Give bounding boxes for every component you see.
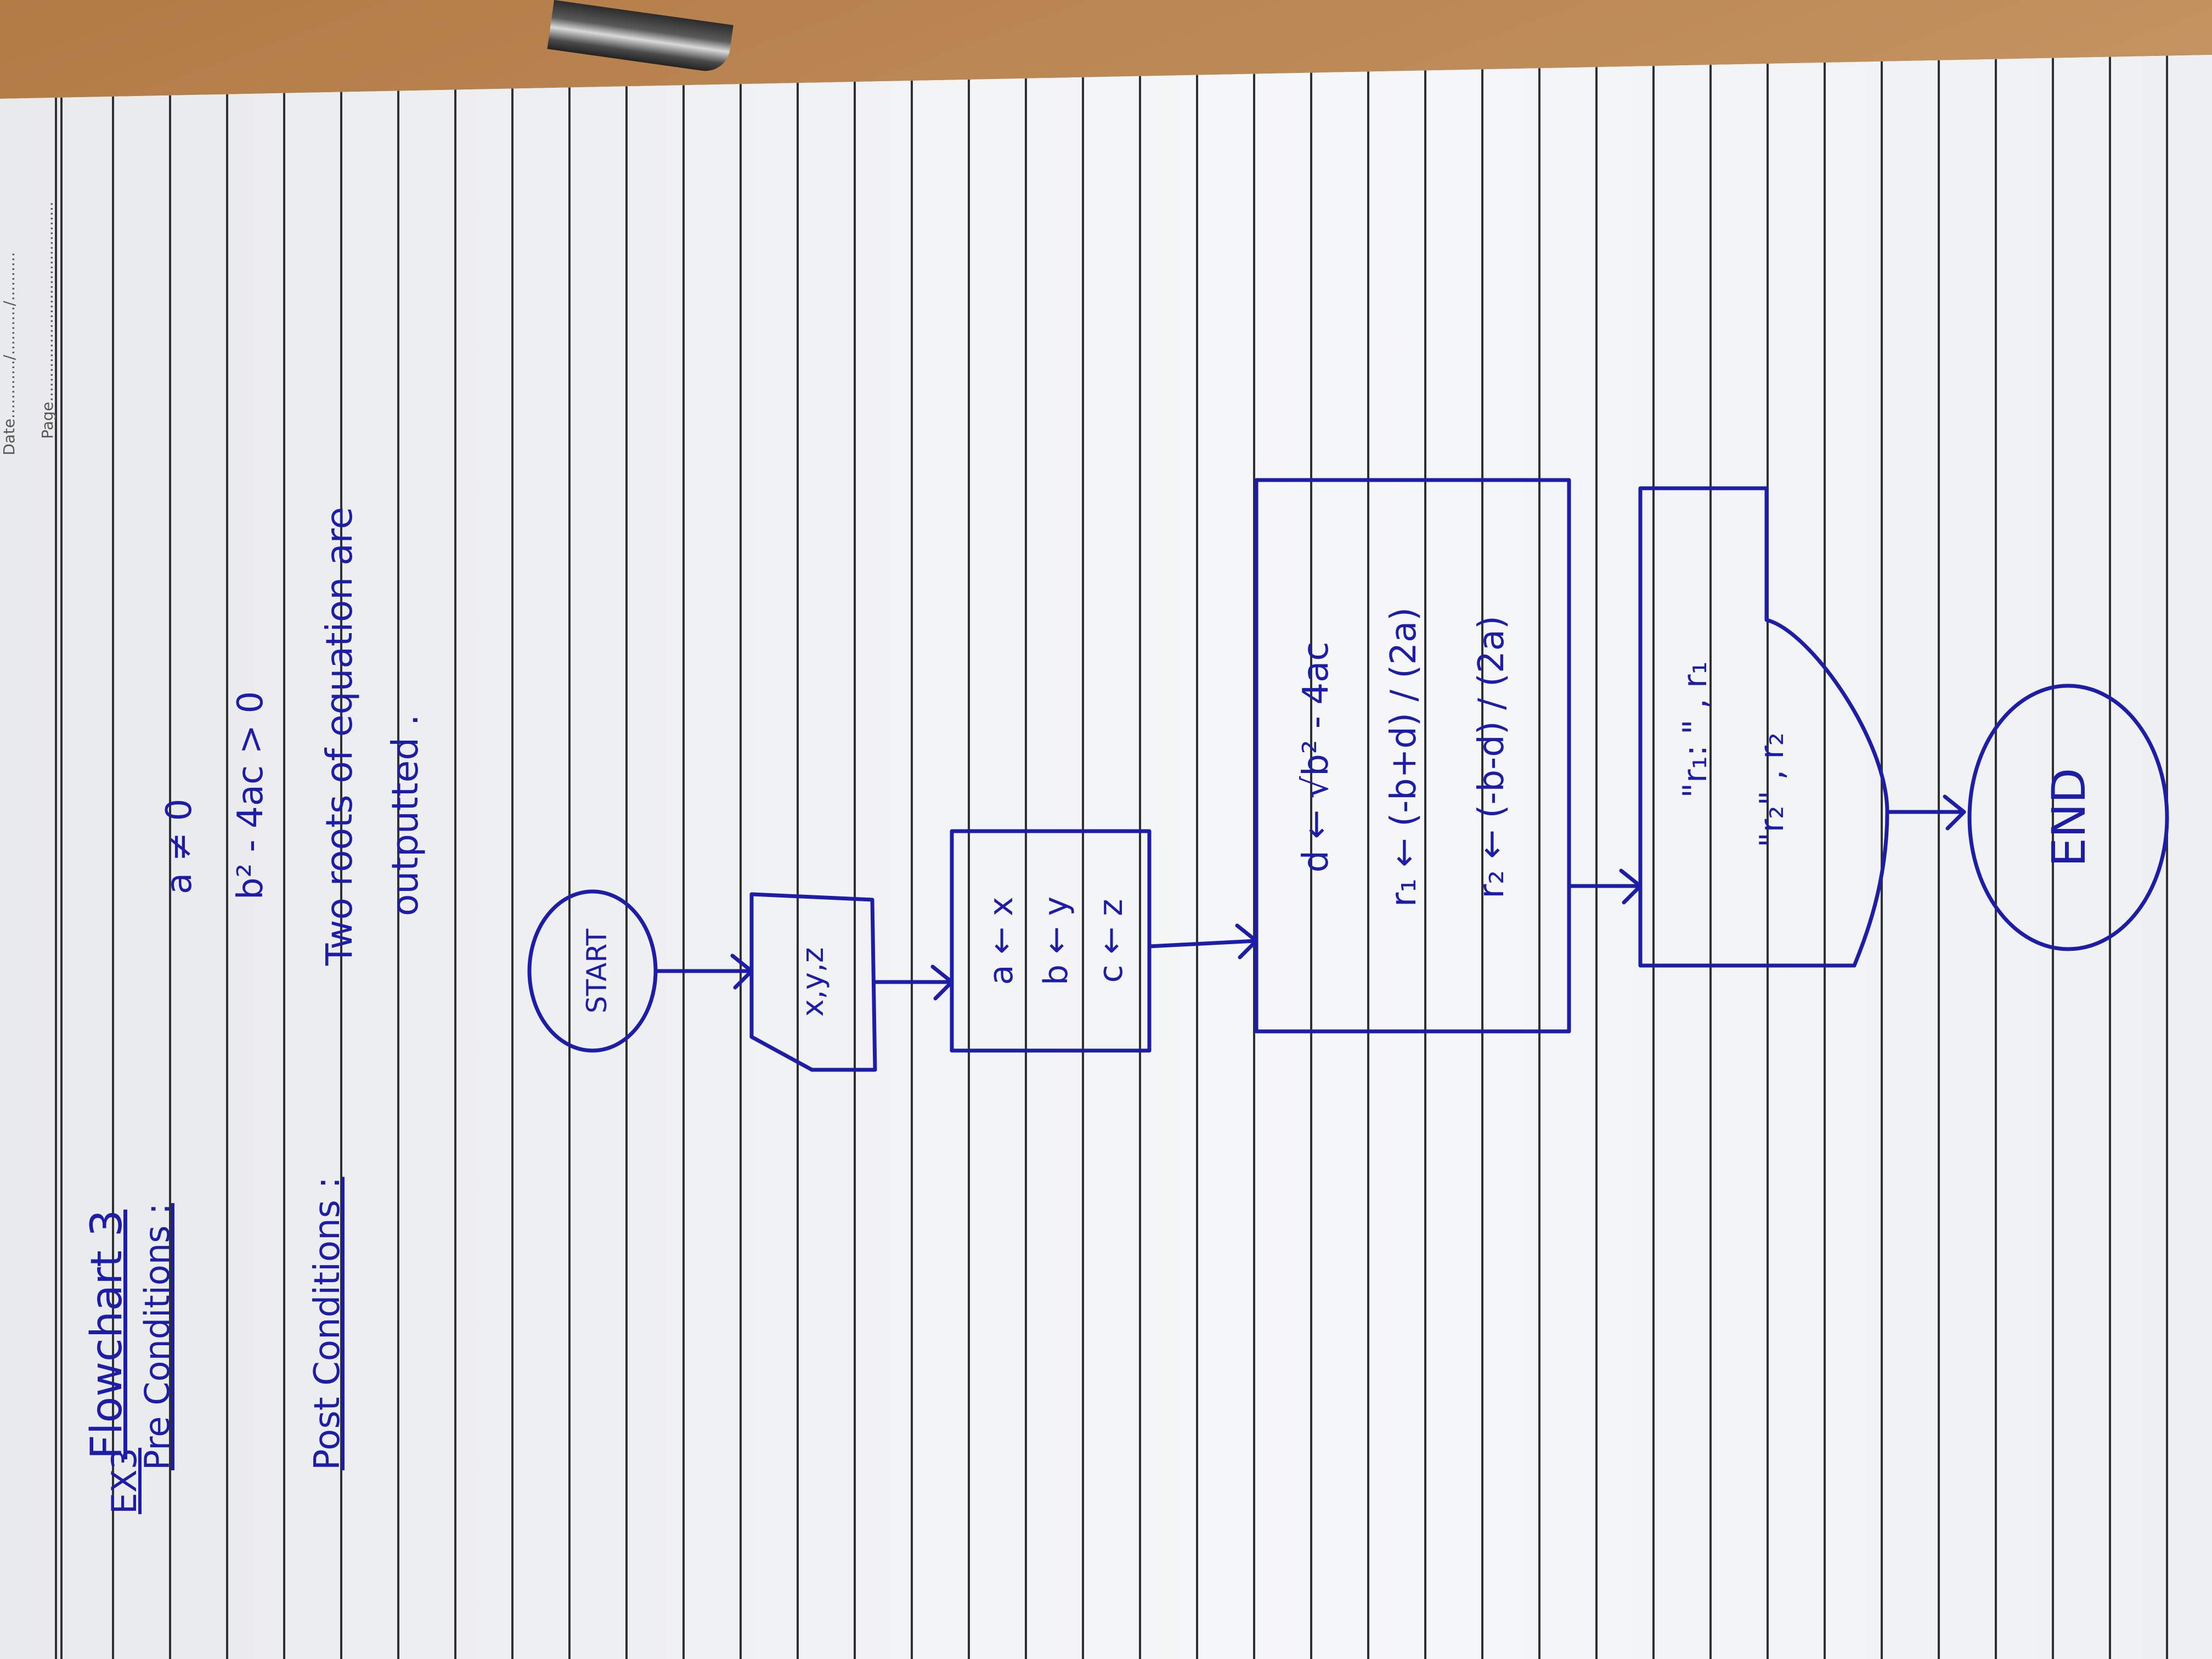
arrow-head-5 <box>1943 794 1966 831</box>
end-label: END <box>2042 768 2096 867</box>
compute-line-3: r₂ ← (-b-d) / (2a) <box>1471 616 1512 899</box>
arrow-assign-to-compute <box>1147 939 1259 949</box>
margin-line <box>60 55 63 1659</box>
assign-line-1: a ← x <box>982 897 1020 985</box>
compute-line-1: d ← √b² - 4ac <box>1296 642 1336 873</box>
output-line-2: "r₂" , r₂ <box>1753 732 1791 848</box>
compute-box <box>1254 478 1571 1034</box>
output-line-1: "r₁: " , r₁ <box>1676 661 1714 798</box>
end-terminal <box>1967 684 2169 951</box>
assign-line-3: c ← z <box>1092 899 1130 983</box>
compute-line-2: r₁ ← (-b+d) / (2a) <box>1384 607 1424 907</box>
assign-box <box>950 829 1152 1053</box>
input-box <box>749 892 877 1072</box>
assign-line-2: b ← y <box>1037 896 1075 985</box>
input-label: x,y,z <box>795 947 830 1017</box>
output-document <box>1638 486 1889 968</box>
start-label: START <box>581 928 613 1013</box>
